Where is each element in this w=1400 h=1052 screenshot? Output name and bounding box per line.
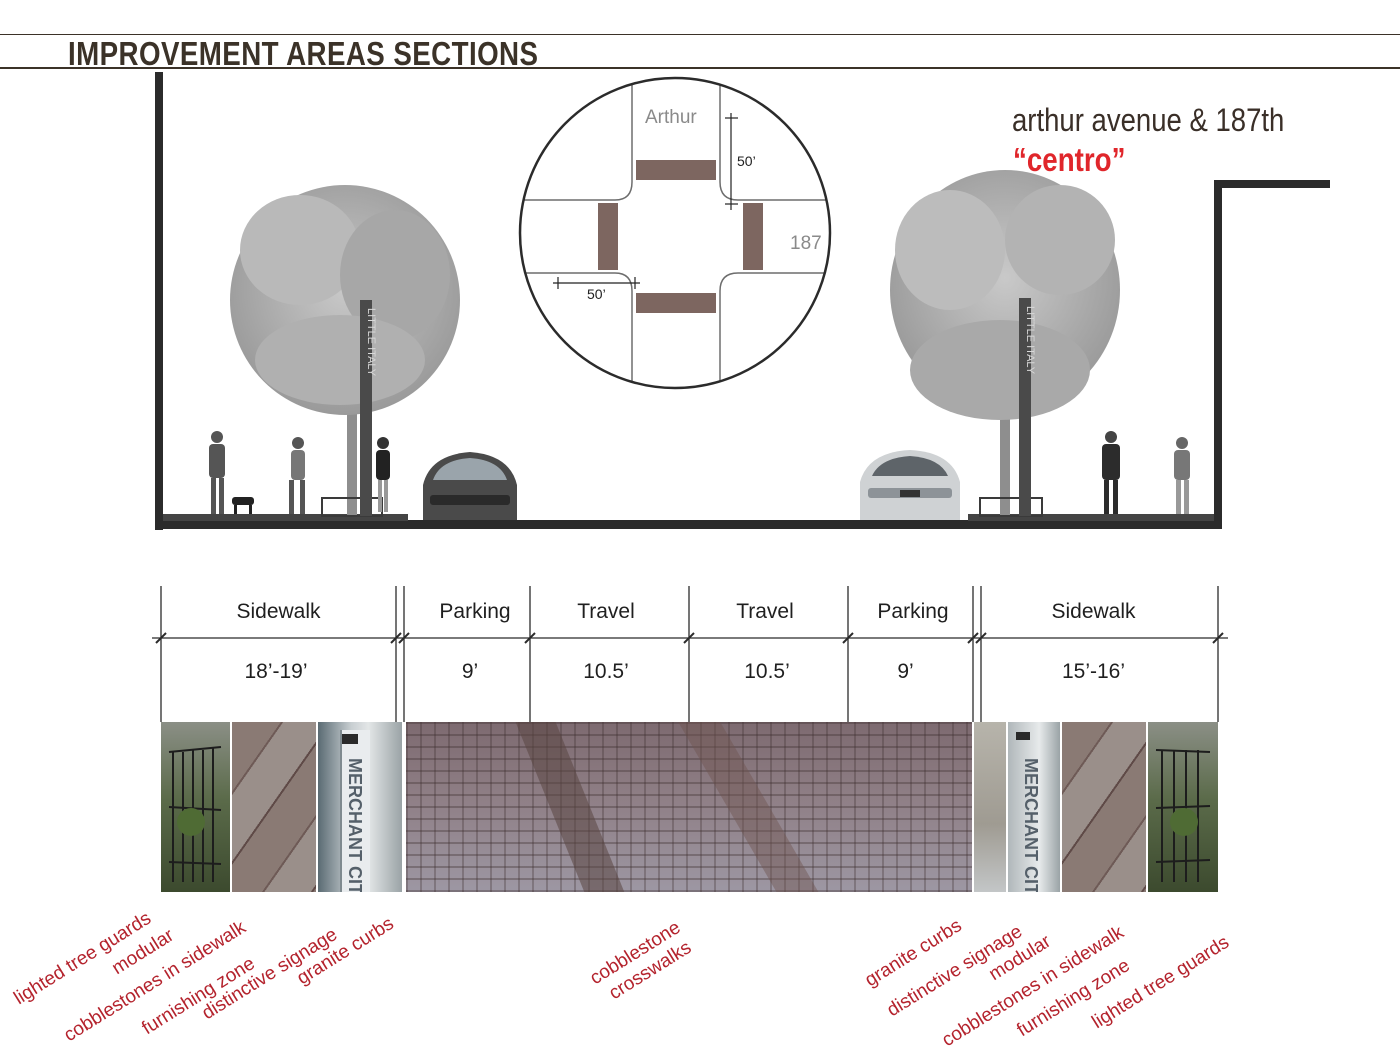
photo-tree-guard-left (161, 722, 230, 892)
segment-dim-parking-left: 9’ (461, 660, 479, 683)
segment-dim-parking-right: 9’ (897, 660, 914, 683)
signpost-left-text: LITTLE ITALY (365, 308, 377, 377)
pedestrians-right (1102, 431, 1190, 514)
segment-label-travel-1: Travel (577, 600, 635, 623)
segment-label-travel-2: Travel (736, 600, 794, 623)
location-title: arthur avenue & 187th (1012, 102, 1285, 138)
car-right (860, 450, 960, 520)
photo-signage-left: MERCHANT CIT (318, 722, 402, 892)
photo-sign-text-left: MERCHANT CIT (345, 758, 365, 892)
pedestrians-left (209, 431, 390, 514)
signpost-right-text: LITTLE ITALY (1024, 306, 1036, 375)
crosswalk-bars (598, 160, 763, 313)
segment-dim-sidewalk-left: 18’-19’ (244, 660, 308, 683)
segment-dim-travel-1: 10.5’ (583, 660, 629, 683)
header-bottom-rule (0, 67, 1400, 69)
photo-cobblestone-sidewalk-right (1062, 722, 1146, 892)
street-label-arthur: Arthur (645, 107, 697, 128)
segment-dim-travel-2: 10.5’ (744, 660, 790, 683)
page-title: IMPROVEMENT AREAS SECTIONS (68, 35, 539, 72)
segment-label-sidewalk-left: Sidewalk (236, 600, 321, 623)
street-label-187: 187 (790, 233, 822, 254)
location-subtitle: “centro” (1013, 141, 1126, 178)
dimension-horizontal: 50’ (587, 286, 606, 302)
intersection-inset: Arthur 187 50’ 50’ (518, 76, 832, 390)
dimension-chain (152, 586, 1228, 722)
segment-label-sidewalk-right: Sidewalk (1051, 600, 1136, 623)
photo-cobblestone-sidewalk-left (232, 722, 316, 892)
signpost-left: LITTLE ITALY (360, 300, 377, 516)
tree-right (890, 170, 1120, 517)
segment-label-parking-left: Parking (439, 600, 511, 623)
tree-left (230, 185, 460, 517)
photo-granite-curbs-right (974, 722, 1006, 892)
section-outline (155, 72, 1330, 530)
segment-label-parking-right: Parking (877, 600, 949, 623)
street-section-illustration: LITTLE ITALY LITTLE ITALY (155, 72, 1330, 530)
signpost-right: LITTLE ITALY (1019, 298, 1036, 516)
header-top-rule (0, 34, 1400, 35)
photo-cobblestone-crosswalk (406, 722, 972, 892)
photo-sign-text-right: MERCHANT CIT (1021, 758, 1041, 892)
photo-tree-guard-right (1148, 722, 1218, 892)
dimension-vertical: 50’ (737, 153, 756, 169)
segment-dim-sidewalk-right: 15’-16’ (1061, 660, 1126, 683)
car-left (423, 452, 517, 520)
photo-signage-right: MERCHANT CIT (1008, 722, 1060, 892)
